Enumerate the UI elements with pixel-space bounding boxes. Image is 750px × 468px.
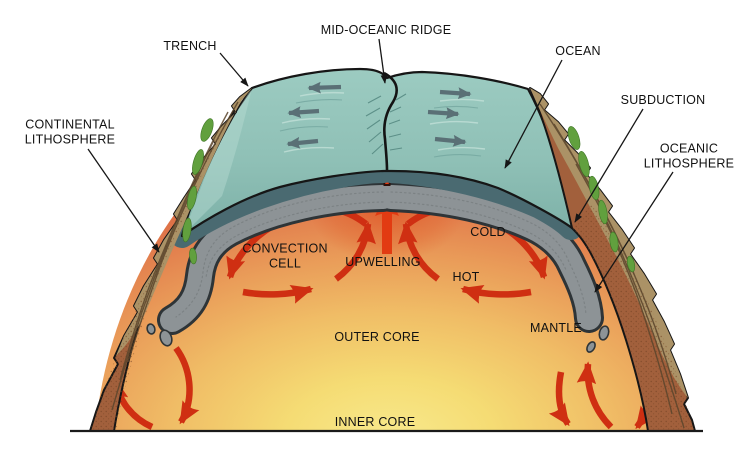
leader-continental-lithosphere bbox=[87, 148, 160, 253]
label-outer-core: OUTER CORE bbox=[334, 329, 420, 344]
continental-crust-right bbox=[529, 87, 696, 432]
vegetation-left bbox=[182, 118, 214, 265]
oceanic-plate bbox=[157, 150, 604, 335]
plate-arrow-left bbox=[286, 136, 319, 149]
leader-trench bbox=[219, 52, 249, 87]
leader-subduction bbox=[574, 108, 644, 223]
label-ocean: OCEAN bbox=[555, 43, 601, 58]
label-mid-oceanic-ridge: MID-OCEANIC RIDGE bbox=[320, 22, 452, 37]
label-inner-core: INNER CORE bbox=[334, 414, 416, 429]
leader-oceanic-lithosphere bbox=[594, 171, 674, 293]
plate-arrow-right bbox=[439, 87, 472, 100]
plate-arrow-left bbox=[287, 106, 320, 119]
plate-arrow-right bbox=[434, 134, 467, 147]
label-hot: HOT bbox=[452, 269, 480, 284]
label-mantle: MANTLE bbox=[530, 320, 582, 335]
plate-arrow-left bbox=[307, 81, 342, 94]
plate-motion-arrows bbox=[286, 81, 472, 149]
plate-arrow-right bbox=[427, 107, 460, 120]
leader-ocean bbox=[504, 59, 563, 169]
label-subduction: SUBDUCTION bbox=[620, 92, 706, 107]
vegetation-right bbox=[567, 126, 636, 273]
label-continental-lithosphere: CONTINENTAL LITHOSPHERE bbox=[24, 117, 116, 147]
label-cold: COLD bbox=[470, 224, 506, 239]
slab-blobs bbox=[146, 323, 610, 353]
label-oceanic-lithosphere: OCEANIC LITHOSPHERE bbox=[643, 141, 735, 171]
leader-lines bbox=[87, 38, 674, 293]
label-upwelling: UPWELLING bbox=[345, 254, 421, 269]
leader-mid-oceanic-ridge bbox=[378, 38, 388, 84]
label-trench: TRENCH bbox=[163, 38, 217, 53]
continental-crust-left bbox=[89, 87, 253, 432]
label-convection-cell: CONVECTION CELL bbox=[242, 241, 328, 271]
